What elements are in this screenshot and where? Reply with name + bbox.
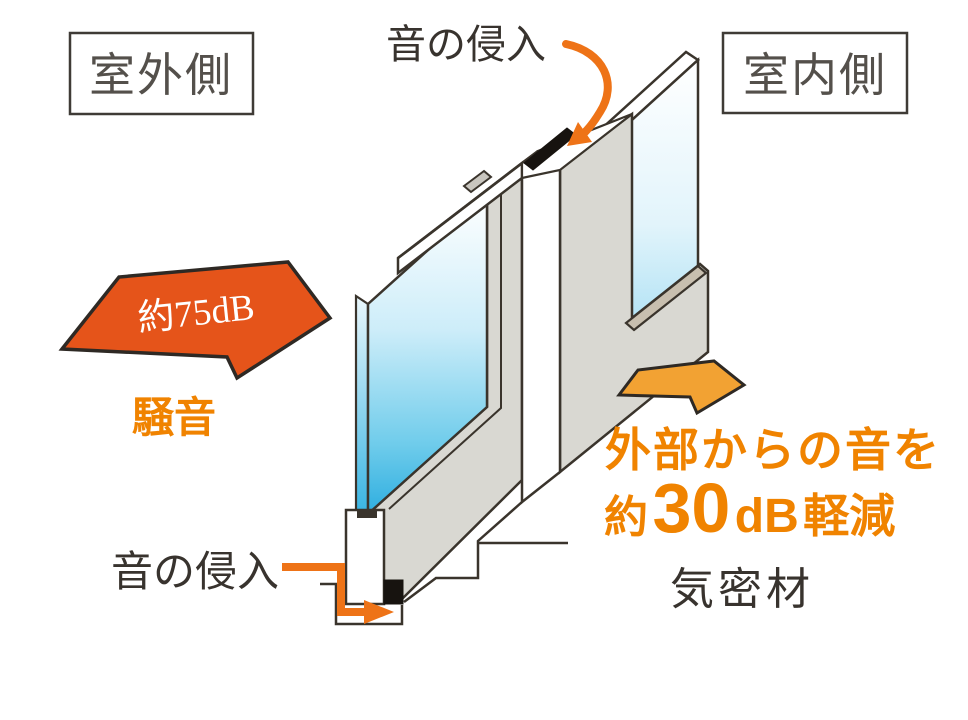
reduction-line1: 外部からの音を — [605, 424, 941, 476]
reduction-suffix: 軽減 — [803, 490, 895, 542]
bottom-rail — [344, 508, 386, 606]
reduction-prefix: 約 — [604, 493, 648, 542]
reduction-unit: dB — [735, 490, 799, 543]
bottom-gasket — [383, 579, 404, 605]
reduction-line2: 約 30 dB 軽減 — [604, 469, 895, 547]
front-sash-group — [320, 150, 568, 626]
intrusion-label-top: 音の侵入 — [386, 23, 546, 67]
noise-arrow: 約75dB — [58, 260, 333, 381]
stile-rebate-line — [388, 191, 502, 510]
intrusion-arrow-bottom — [282, 563, 394, 624]
airtight-label: 気密材 — [670, 565, 814, 614]
indoor-side-box: 室内側 — [721, 31, 909, 115]
indoor-label: 室内側 — [743, 49, 887, 101]
glazing-slot-shadow — [357, 510, 377, 518]
top-deck — [520, 112, 633, 180]
indoor-wall-panel — [558, 111, 710, 475]
outdoor-label: 室外側 — [89, 49, 233, 101]
noise-label: 騒音 — [132, 394, 216, 441]
sill-step-outline — [403, 501, 523, 603]
reduced-sound-arrow — [616, 359, 747, 416]
intrusion-arrow-top — [562, 40, 612, 146]
window-ledge — [624, 264, 708, 332]
outdoor-side-box: 室外側 — [68, 31, 255, 116]
front-glass-edge — [354, 293, 370, 516]
sill-channel-outline — [320, 582, 404, 626]
meeting-stile-top-group — [396, 112, 633, 276]
intrusion-label-bottom: 音の侵入 — [111, 548, 279, 595]
inner-stile-bar — [520, 150, 562, 505]
reduction-value: 30 — [652, 469, 730, 547]
glazing-notch — [462, 169, 493, 194]
